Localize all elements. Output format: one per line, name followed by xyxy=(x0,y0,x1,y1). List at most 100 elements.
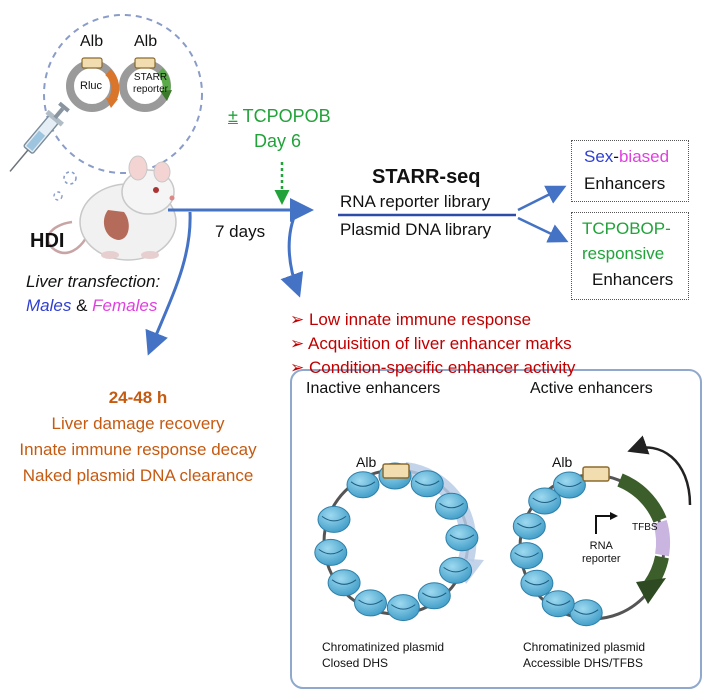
plasmid-bubble xyxy=(43,14,203,201)
dna-wrap xyxy=(422,592,447,598)
enhancers-label-2: Enhancers xyxy=(592,270,674,289)
nucleosome xyxy=(314,538,348,566)
sex-biased-arrow xyxy=(517,185,567,212)
chevron-bullet-icon: ➢ xyxy=(290,334,309,353)
males-label: Males xyxy=(26,296,72,315)
starr-seq-title: STARR-seq xyxy=(372,166,481,188)
nucleosome xyxy=(435,492,468,520)
response-arrow xyxy=(280,211,304,298)
nucleosome xyxy=(445,524,479,552)
response-item: ➢ Acquisition of liver enhancer marks xyxy=(290,334,572,354)
dna-wrap xyxy=(573,609,599,615)
sex-word: Sex xyxy=(584,147,614,166)
dna-wrap xyxy=(439,502,464,509)
inactive-title: Inactive enhancers xyxy=(306,380,441,397)
biased-word: biased xyxy=(618,147,670,166)
ampersand: & xyxy=(76,296,88,315)
alb-panel-right: Alb xyxy=(552,454,573,470)
inactive-caption-2: Closed DHS xyxy=(322,656,389,670)
dna-wrap xyxy=(514,552,539,558)
syringe-icon xyxy=(9,101,70,172)
alb-label-left: Alb xyxy=(80,33,104,50)
starr-reporter-label: STARR reporter xyxy=(133,72,168,96)
active-title: Active enhancers xyxy=(530,380,653,397)
nucleosome xyxy=(354,589,387,617)
tcpobop-box: TCPOBOP- responsive Enhancers xyxy=(571,212,689,300)
rna-reporter-label: RNA reporter xyxy=(582,540,621,566)
dna-wrap xyxy=(443,566,468,573)
dna-wrap xyxy=(449,534,475,540)
reporter-label: reporter xyxy=(133,84,169,95)
nucleosome xyxy=(510,542,544,570)
dna-wrap xyxy=(321,515,347,522)
dna-wrap xyxy=(350,481,376,487)
mouse-icon xyxy=(46,155,177,261)
active-caption-1: Chromatinized plasmid xyxy=(523,640,646,654)
duration-label: 7 days xyxy=(215,222,266,241)
hdi-label: HDI xyxy=(30,230,65,252)
plus-minus-sign: ± xyxy=(228,106,238,126)
rluc-label: Rluc xyxy=(80,80,103,92)
rluc-plasmid xyxy=(66,57,120,112)
dna-wrap xyxy=(391,604,416,610)
recovery-arrow xyxy=(145,211,192,356)
chevron-bullet-icon: ➢ xyxy=(290,310,309,329)
dna-wrap xyxy=(517,522,542,529)
response-item: ➢ Low innate immune response xyxy=(290,310,531,330)
inactive-caption-1: Chromatinized plasmid xyxy=(322,640,445,654)
response-text: Acquisition of liver enhancer marks xyxy=(308,334,572,353)
nucleosome xyxy=(520,569,554,597)
nucleosome xyxy=(386,594,420,622)
dna-wrap xyxy=(318,548,344,555)
nucleosome xyxy=(552,471,586,499)
dna-wrap xyxy=(524,579,550,586)
active-plasmid xyxy=(510,435,692,627)
tcpobop-arrow xyxy=(517,216,569,243)
dna-library-label: Plasmid DNA library xyxy=(340,220,492,239)
dna-wrap xyxy=(358,599,383,605)
response-text: Low innate immune response xyxy=(308,310,532,329)
nucleosome xyxy=(528,487,562,515)
sex-biased-label: Sex-biased xyxy=(584,147,669,167)
dna-wrap xyxy=(414,480,440,486)
liver-transfection-label: Liver transfection: xyxy=(26,272,161,291)
inactive-plasmid xyxy=(314,462,484,622)
starr-plasmid xyxy=(119,57,172,112)
nucleosome xyxy=(327,569,361,597)
tfbs-label: TFBS xyxy=(632,522,658,533)
recovery-time: 24-48 h xyxy=(108,388,168,407)
nucleosome xyxy=(541,590,575,618)
recovery-line-1: Liver damage recovery xyxy=(51,414,225,433)
sex-groups-label: Males & Females xyxy=(26,296,157,316)
females-label: Females xyxy=(92,296,158,315)
chevron-bullet-icon: ➢ xyxy=(290,358,309,377)
nucleosome xyxy=(346,471,380,499)
dna-wrap xyxy=(532,497,557,503)
dash: - xyxy=(613,147,619,166)
starr-label: STARR xyxy=(133,72,168,83)
rna-library-label: RNA reporter library xyxy=(340,192,491,211)
dna-wrap xyxy=(331,579,357,585)
enhancers-label-1: Enhancers xyxy=(584,174,666,193)
nucleosome-ring-right xyxy=(510,471,603,627)
nucleosome xyxy=(410,470,444,498)
dna-wrap xyxy=(545,600,571,606)
nucleosome xyxy=(569,599,603,627)
responsive-label: responsive xyxy=(582,244,665,263)
active-caption-2: Accessible DHS/TFBS xyxy=(523,656,644,670)
alb-panel-left: Alb xyxy=(356,454,377,470)
rna-word: RNA xyxy=(589,540,613,552)
sex-biased-box: Sex-biased Enhancers xyxy=(571,140,689,202)
nucleosome-ring-left xyxy=(314,462,479,622)
response-item: ➢ Condition-specific enhancer activity xyxy=(290,358,575,378)
reporter-word: reporter xyxy=(582,553,621,565)
dna-wrap xyxy=(557,481,582,487)
nucleosome xyxy=(512,512,546,540)
treatment-name: TCPOPOB xyxy=(242,106,331,126)
alb-label-right: Alb xyxy=(134,33,158,50)
nucleosome xyxy=(317,505,351,533)
recovery-line-2: Innate immune response decay xyxy=(19,440,257,459)
response-text: Condition-specific enhancer activity xyxy=(308,358,576,377)
